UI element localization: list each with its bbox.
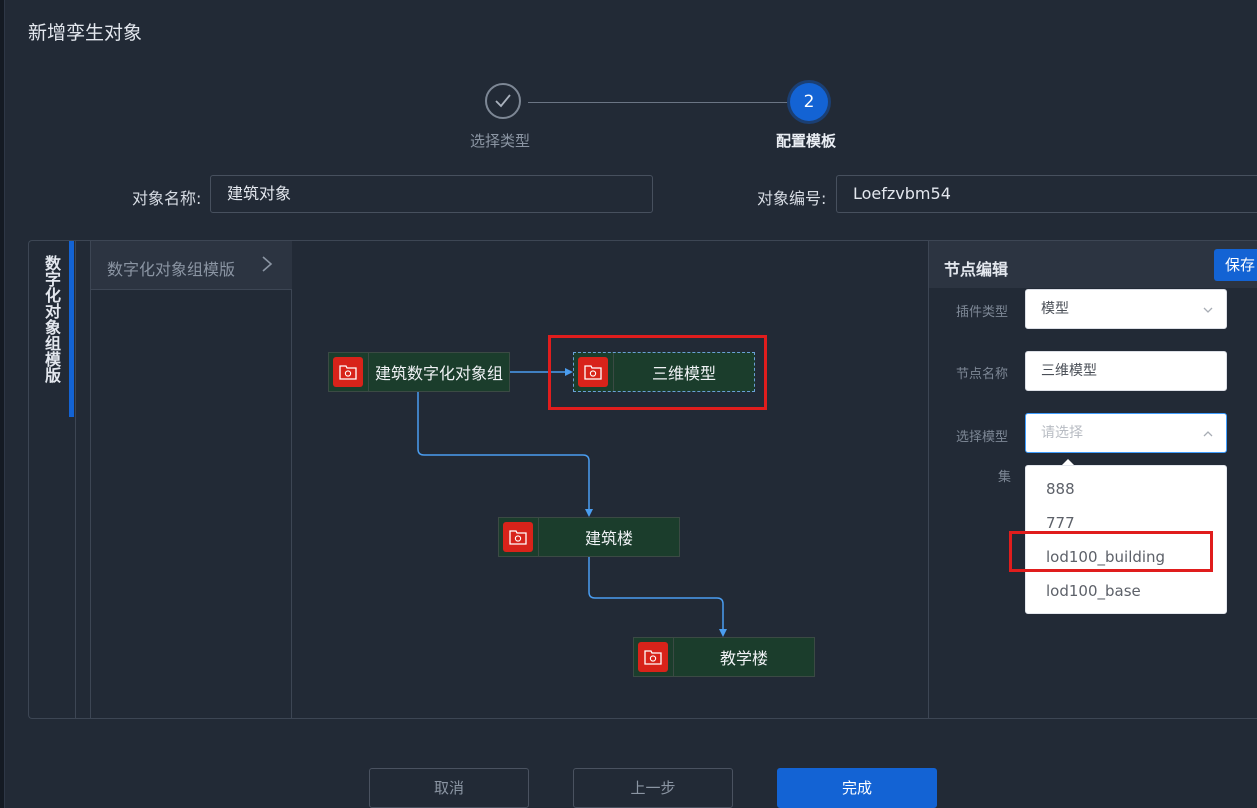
finish-button[interactable]: 完成	[777, 768, 937, 808]
folder-refresh-icon	[638, 642, 668, 672]
template-list-header[interactable]	[91, 241, 292, 290]
folder-refresh-icon	[578, 357, 608, 387]
template-list	[90, 241, 292, 718]
node-label: 建筑楼	[584, 529, 633, 548]
edge-arrow-icon	[585, 509, 593, 517]
chevron-up-icon	[1202, 414, 1214, 452]
edge-building-to-teaching	[588, 557, 724, 632]
canvas-node-group[interactable]: 建筑数字化对象组	[328, 352, 510, 392]
model-option[interactable]: 777	[1046, 514, 1075, 532]
dialog-title: 新增孪生对象	[28, 22, 143, 44]
node-label: 教学楼	[719, 649, 768, 668]
object-name-label: 对象名称:	[132, 189, 202, 208]
node-name-label: 节点名称	[956, 367, 1009, 382]
edge-arrow-icon	[565, 368, 573, 376]
node-name-input[interactable]: 三维模型	[1025, 351, 1227, 391]
node-editor-title: 节点编辑	[944, 260, 1009, 279]
plugin-type-value: 模型	[1041, 301, 1069, 317]
vertical-tab-label: 数字化对象组模版	[42, 255, 61, 383]
cancel-button[interactable]: 取消	[369, 768, 529, 808]
node-label: 建筑数字化对象组	[374, 364, 503, 383]
folder-refresh-icon	[333, 357, 363, 387]
model-select[interactable]: 请选择	[1025, 413, 1227, 453]
folder-refresh-icon	[503, 522, 533, 552]
dropdown-caret	[1061, 459, 1075, 466]
plugin-type-select[interactable]: 模型	[1025, 289, 1227, 329]
model-select-label: 选择模型	[956, 430, 1009, 445]
step-2-label: 配置模板	[775, 132, 836, 150]
model-option[interactable]: lod100_base	[1046, 582, 1141, 600]
edge-arrow-icon	[719, 629, 727, 637]
background-strip	[0, 0, 4, 808]
node-editor-header	[929, 241, 1257, 288]
extra-field-label: 集	[998, 470, 1012, 485]
template-panel	[28, 240, 1257, 719]
vertical-tab-active-indicator	[69, 241, 74, 417]
object-code-input[interactable]: Loefzvbm54	[836, 175, 1257, 213]
plugin-type-label: 插件类型	[956, 305, 1009, 320]
save-button[interactable]: 保存	[1214, 249, 1257, 281]
highlight-box-node	[548, 335, 767, 410]
template-list-header-label: 数字化对象组模版	[107, 260, 236, 279]
highlight-box-option	[1009, 531, 1213, 572]
model-dropdown	[1025, 465, 1227, 614]
model-option[interactable]: lod100_building	[1046, 548, 1166, 566]
previous-step-button[interactable]: 上一步	[573, 768, 733, 808]
object-code-label: 对象编号:	[757, 189, 827, 208]
node-label: 三维模型	[651, 364, 716, 383]
canvas-node-model[interactable]: 三维模型	[573, 352, 755, 392]
dialog	[4, 0, 1257, 808]
model-select-placeholder: 请选择	[1041, 425, 1083, 441]
edge-group-to-building	[417, 392, 590, 512]
step-2-number: 2	[790, 83, 828, 121]
chevron-down-icon	[1202, 290, 1214, 328]
vertical-tab[interactable]	[29, 241, 76, 718]
model-option[interactable]: 888	[1046, 480, 1075, 498]
node-editor-divider	[928, 241, 929, 718]
canvas-node-teaching[interactable]: 教学楼	[633, 637, 815, 677]
step-connector	[528, 102, 788, 103]
step-1-check-icon	[485, 83, 521, 119]
step-1-label: 选择类型	[469, 132, 530, 150]
chevron-right-icon[interactable]	[260, 254, 274, 279]
object-name-input[interactable]: 建筑对象	[210, 175, 653, 213]
canvas-node-building[interactable]: 建筑楼	[498, 517, 680, 557]
